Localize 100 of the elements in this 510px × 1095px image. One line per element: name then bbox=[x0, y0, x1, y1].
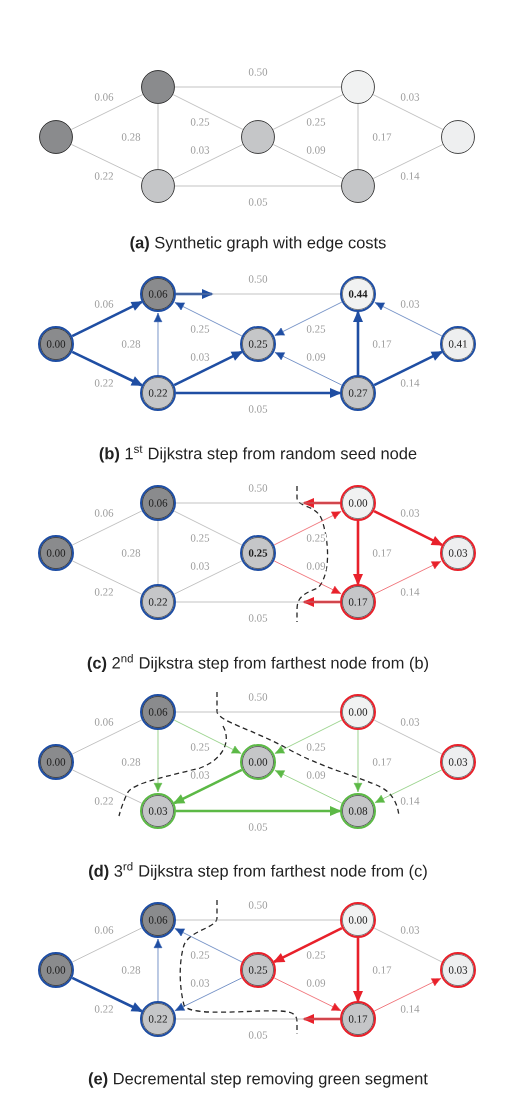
edge-line bbox=[175, 1018, 341, 1020]
edge-label: 0.25 bbox=[305, 742, 327, 752]
graph-node: 0.00 bbox=[38, 535, 74, 571]
edge-line bbox=[175, 502, 341, 504]
edge-label: 0.05 bbox=[247, 613, 269, 623]
edge-label: 0.22 bbox=[93, 796, 115, 806]
edge-label: 0.25 bbox=[305, 117, 327, 127]
graph-node: 0.25 bbox=[240, 952, 276, 988]
edge-line bbox=[272, 94, 344, 130]
edge-line bbox=[172, 144, 244, 179]
graph-node bbox=[341, 70, 375, 104]
graph-node: 0.00 bbox=[38, 744, 74, 780]
graph-node: 0.06 bbox=[140, 276, 176, 312]
edge-line bbox=[71, 510, 143, 546]
caption: (d) 3$^{rd}$ Dijkstra step from farthest node from (c) bbox=[89, 862, 427, 880]
arrow bbox=[374, 769, 443, 803]
edge-label: 0.50 bbox=[247, 692, 269, 702]
graph-node: 0.41 bbox=[440, 326, 476, 362]
arrow bbox=[153, 729, 163, 793]
arrow bbox=[173, 350, 244, 387]
edge-label: 0.14 bbox=[399, 796, 421, 806]
edge-label: 0.28 bbox=[120, 132, 142, 142]
edge-label: 0.28 bbox=[120, 757, 142, 767]
edge-label: 0.03 bbox=[399, 299, 421, 309]
edge-label: 0.22 bbox=[93, 378, 115, 388]
edge-label: 0.03 bbox=[399, 92, 421, 102]
edge-label: 0.17 bbox=[371, 757, 393, 767]
graph-node: 0.17 bbox=[340, 1001, 376, 1037]
edge-label: 0.09 bbox=[305, 978, 327, 988]
edge-label: 0.28 bbox=[120, 339, 142, 349]
edge-label: 0.22 bbox=[93, 587, 115, 597]
edge-line bbox=[71, 560, 143, 595]
edge-label: 0.17 bbox=[371, 339, 393, 349]
graph-node: 0.00 bbox=[38, 326, 74, 362]
edge-label: 0.25 bbox=[189, 324, 211, 334]
arrow bbox=[176, 806, 342, 816]
edge-line bbox=[173, 510, 243, 546]
edge-line bbox=[71, 719, 143, 755]
arrow bbox=[174, 928, 243, 963]
edge-line bbox=[175, 601, 341, 603]
edge-label: 0.50 bbox=[247, 483, 269, 493]
arrow bbox=[274, 352, 343, 386]
edge-line bbox=[372, 94, 444, 130]
edge-label: 0.09 bbox=[305, 561, 327, 571]
arrow bbox=[353, 938, 363, 1003]
graph-node: 0.25 bbox=[240, 326, 276, 362]
edge-label: 0.17 bbox=[371, 132, 393, 142]
graph-node: 0.00 bbox=[240, 744, 276, 780]
edge-label: 0.17 bbox=[371, 965, 393, 975]
arrow bbox=[373, 978, 442, 1012]
edge-label: 0.05 bbox=[247, 822, 269, 832]
edge-label: 0.03 bbox=[189, 770, 211, 780]
edge-label: 0.14 bbox=[399, 171, 421, 181]
edge-label: 0.14 bbox=[399, 587, 421, 597]
edge-line bbox=[372, 144, 444, 179]
graph-node: 0.22 bbox=[140, 375, 176, 411]
graph-node: 0.08 bbox=[340, 793, 376, 829]
graph-node: 0.03 bbox=[440, 535, 476, 571]
edge-label: 0.06 bbox=[93, 299, 115, 309]
arrow bbox=[274, 770, 343, 804]
edge-line bbox=[373, 927, 443, 963]
edge-label: 0.03 bbox=[189, 561, 211, 571]
edge-label: 0.09 bbox=[305, 145, 327, 155]
graph-node: 0.22 bbox=[140, 584, 176, 620]
graph-node bbox=[39, 120, 73, 154]
graph-node bbox=[441, 120, 475, 154]
arrow bbox=[173, 719, 242, 754]
edge-label: 0.22 bbox=[93, 171, 115, 181]
edge-label: 0.03 bbox=[189, 978, 211, 988]
graph-node bbox=[141, 169, 175, 203]
arrow bbox=[274, 301, 343, 336]
edge-label: 0.03 bbox=[189, 145, 211, 155]
graph-node: 0.06 bbox=[140, 485, 176, 521]
edge-label: 0.03 bbox=[189, 352, 211, 362]
edge-line bbox=[373, 719, 443, 755]
edge-label: 0.05 bbox=[247, 404, 269, 414]
edge-label: 0.25 bbox=[189, 742, 211, 752]
edge-label: 0.09 bbox=[305, 770, 327, 780]
edge-line bbox=[70, 144, 144, 179]
edge-label: 0.25 bbox=[189, 533, 211, 543]
caption: (e) Decremental step removing green segment bbox=[88, 1072, 428, 1088]
graph-node bbox=[141, 70, 175, 104]
graph-node: 0.00 bbox=[340, 485, 376, 521]
edge-line bbox=[172, 94, 244, 130]
graph-node bbox=[341, 169, 375, 203]
edge-label: 0.06 bbox=[93, 92, 115, 102]
edge-label: 0.50 bbox=[247, 67, 269, 77]
graph-node: 0.27 bbox=[340, 375, 376, 411]
edge-label: 0.25 bbox=[189, 950, 211, 960]
caption: (c) 2$^{nd}$ Dijkstra step from farthest node from (b) bbox=[87, 654, 428, 672]
edge-label: 0.03 bbox=[399, 717, 421, 727]
edge-label: 0.03 bbox=[399, 925, 421, 935]
edge-label: 0.28 bbox=[120, 548, 142, 558]
graph-node: 0.25 bbox=[240, 535, 276, 571]
caption: (a) Synthetic graph with edge costs bbox=[130, 236, 386, 252]
edge-label: 0.17 bbox=[371, 548, 393, 558]
arrow bbox=[174, 977, 243, 1011]
graph-node: 0.06 bbox=[140, 694, 176, 730]
graph-node: 0.03 bbox=[440, 744, 476, 780]
edge-label: 0.25 bbox=[305, 324, 327, 334]
